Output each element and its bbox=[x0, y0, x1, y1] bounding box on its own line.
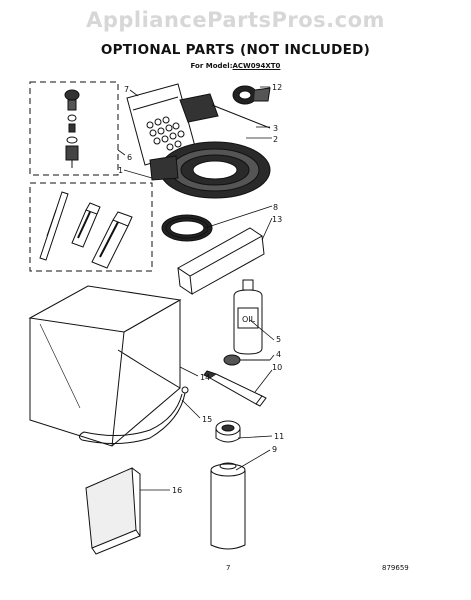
valve-kit-box bbox=[29, 81, 119, 176]
foam-block bbox=[177, 227, 265, 296]
sealant-kit-box bbox=[29, 182, 153, 272]
model-line: For Model: ACW094XT0 bbox=[0, 62, 471, 70]
leader-lines bbox=[117, 86, 275, 491]
callout-15: 15 bbox=[202, 415, 212, 424]
page-title: OPTIONAL PARTS (NOT INCLUDED) bbox=[100, 42, 371, 58]
tape-roll bbox=[215, 420, 241, 443]
caulk-stick bbox=[39, 191, 69, 261]
weatherstrip-coil bbox=[149, 141, 271, 199]
callout-14: 14 bbox=[200, 373, 210, 382]
model-prefix: For Model bbox=[190, 62, 230, 70]
callout-1: 1 bbox=[118, 166, 123, 175]
callout-4: 4 bbox=[276, 350, 281, 359]
model-number: ACW094XT0 bbox=[232, 62, 281, 70]
callout-10: 10 bbox=[272, 363, 282, 372]
fitting bbox=[223, 354, 270, 366]
cover-cord bbox=[78, 386, 189, 445]
callout-12: 12 bbox=[272, 83, 282, 92]
sealant-tube-large bbox=[91, 211, 133, 269]
sealant-tube-small bbox=[71, 202, 101, 248]
oil-label: OIL bbox=[242, 315, 256, 324]
callout-3: 3 bbox=[273, 124, 278, 133]
callout-11: 11 bbox=[274, 432, 284, 441]
foam-strip bbox=[179, 93, 271, 129]
callout-2: 2 bbox=[273, 135, 278, 144]
watermark-logo: AppliancePartsPros.com bbox=[86, 8, 385, 32]
callout-13: 13 bbox=[272, 215, 282, 224]
wire-coil bbox=[161, 214, 213, 242]
callout-16: 16 bbox=[172, 486, 182, 495]
grease-tube bbox=[203, 370, 267, 407]
page-number: 7 bbox=[226, 564, 231, 572]
ac-cover bbox=[28, 285, 182, 447]
spray-can bbox=[210, 462, 246, 550]
callout-5: 5 bbox=[276, 335, 281, 344]
callout-8: 8 bbox=[273, 203, 278, 212]
callout-7: 7 bbox=[124, 85, 129, 94]
document-number: 879659 bbox=[382, 564, 409, 572]
oil-bottle bbox=[233, 279, 263, 355]
filter-pad bbox=[85, 467, 141, 555]
model-separator: : bbox=[229, 62, 233, 70]
small-tape-roll bbox=[232, 85, 271, 105]
callout-6: 6 bbox=[127, 153, 132, 162]
callout-9: 9 bbox=[272, 445, 277, 454]
valve-assembly bbox=[64, 89, 80, 168]
